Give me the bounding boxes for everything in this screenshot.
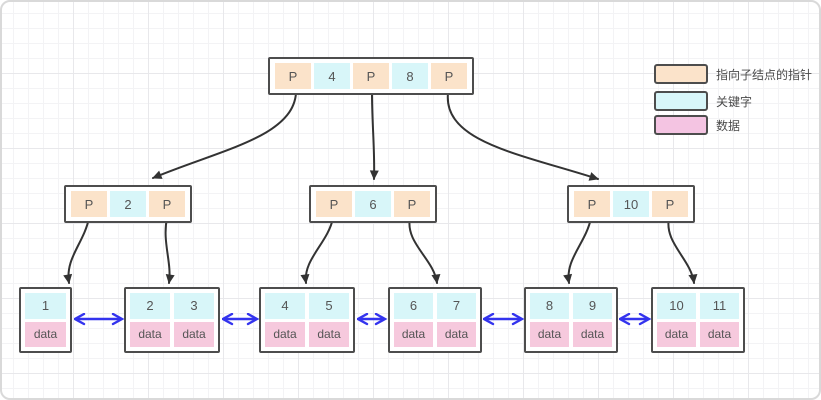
leaf-data-cell: data xyxy=(309,321,349,347)
leaf-key-cell: 8 xyxy=(530,293,569,319)
key-cell: 4 xyxy=(314,63,350,89)
leaf-data-cell: data xyxy=(265,321,305,347)
key-cell: 8 xyxy=(392,63,428,89)
leaf-data-cell: data xyxy=(657,321,696,347)
arrow-internal2-to-leaf4 xyxy=(563,217,592,284)
leaf-data-cell: data xyxy=(174,321,214,347)
pointer-cell: P xyxy=(431,63,467,89)
internal-leaf-arrows xyxy=(63,217,698,284)
leaf-key-cell: 1 xyxy=(25,293,66,319)
leaf-key-cell: 9 xyxy=(573,293,612,319)
arrow-root-to-internal-0 xyxy=(152,92,297,179)
legend-label-keyword: 关键字 xyxy=(716,94,753,109)
data-swatch xyxy=(654,115,708,135)
arrow-internal0-to-leaf0 xyxy=(63,217,90,284)
keyword-swatch xyxy=(654,91,708,111)
arrow-root-to-internal-1 xyxy=(369,92,379,180)
leaf-data-cell: data xyxy=(573,321,612,347)
arrow-internal0-to-leaf1 xyxy=(164,217,175,284)
key-cell: 2 xyxy=(110,191,146,217)
leaf-key-cell: 6 xyxy=(394,293,433,319)
leaf-data-cell: data xyxy=(25,321,66,347)
leaf-key-cell: 3 xyxy=(174,293,214,319)
leaf-data-cell: data xyxy=(437,321,476,347)
leaf-key-cell: 7 xyxy=(437,293,476,319)
arrow-internal1-to-leaf3 xyxy=(408,217,441,284)
leaf-data-cell: data xyxy=(530,321,569,347)
pointer-cell: P xyxy=(394,191,430,217)
pointer-cell: P xyxy=(316,191,352,217)
legend-label-pointer: 指向子结点的指针 xyxy=(716,67,813,82)
legend-row-pointer: 指向子结点的指针 xyxy=(654,64,812,84)
legend-row-data: 数据 xyxy=(654,115,740,135)
pointer-cell: P xyxy=(652,191,688,217)
key-cell: 10 xyxy=(613,191,649,217)
pointer-cell: P xyxy=(574,191,610,217)
leaf-key-cell: 5 xyxy=(309,293,349,319)
pointer-cell: P xyxy=(149,191,185,217)
arrow-internal2-to-leaf5 xyxy=(667,217,698,284)
pointer-cell: P xyxy=(71,191,107,217)
leaf-key-cell: 10 xyxy=(657,293,696,319)
legend-label-data: 数据 xyxy=(716,118,741,133)
arrow-internal1-to-leaf2 xyxy=(300,217,334,284)
leaf-data-cell: data xyxy=(700,321,739,347)
pointer-cell: P xyxy=(353,63,389,89)
pointer-cell: P xyxy=(275,63,311,89)
pointer-swatch xyxy=(654,64,708,84)
leaf-key-cell: 4 xyxy=(265,293,305,319)
root-child-arrows xyxy=(152,92,599,181)
legend-row-keyword: 关键字 xyxy=(654,91,752,111)
key-cell: 6 xyxy=(355,191,391,217)
leaf-data-cell: data xyxy=(394,321,433,347)
leaf-key-cell: 11 xyxy=(700,293,739,319)
leaf-key-cell: 2 xyxy=(130,293,170,319)
arrow-root-to-internal-2 xyxy=(446,92,599,181)
leaf-data-cell: data xyxy=(130,321,170,347)
